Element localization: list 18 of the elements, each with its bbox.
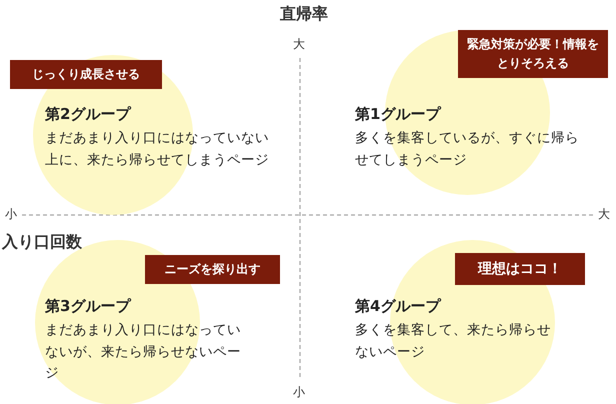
group-description: まだあまり入り口にはなっていないが、来たら帰らせないページ — [45, 321, 242, 384]
action-tag: 理想はココ！ — [455, 253, 585, 286]
scale-label: 大 — [293, 36, 305, 53]
action-tag: じっくり成長させる — [10, 60, 162, 90]
group-heading: 第3グループ — [45, 297, 130, 316]
group-heading: 第1グループ — [355, 105, 440, 124]
group-description: 多くを集客して、来たら帰らせないページ — [355, 321, 552, 362]
scale-label: 小 — [293, 384, 305, 401]
action-tag: 緊急対策が必要！情報をとりそろえる — [458, 30, 608, 78]
scale-label: 大 — [598, 206, 610, 223]
axis-title: 入り口回数 — [2, 232, 82, 253]
scale-label: 小 — [5, 206, 17, 223]
action-tag: ニーズを探り出す — [145, 255, 280, 284]
group-heading: 第2グループ — [45, 105, 130, 124]
group-description: 多くを集客しているが、すぐに帰らせてしまうページ — [355, 129, 580, 170]
axis-title: 直帰率 — [280, 4, 328, 25]
group-description: まだあまり入り口にはなっていない上に、来たら帰らせてしまうページ — [45, 129, 270, 170]
group-heading: 第4グループ — [355, 297, 440, 316]
